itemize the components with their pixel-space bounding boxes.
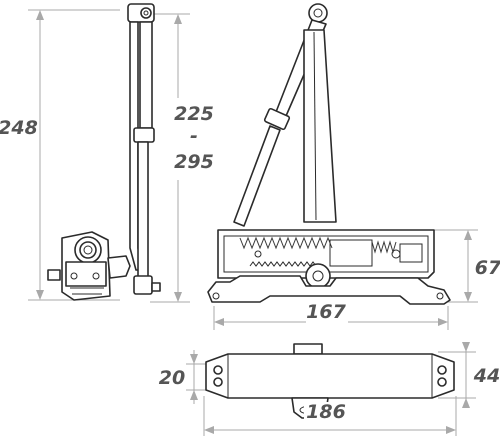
body-length-label: 167 <box>306 301 346 323</box>
height-total-label: 248 <box>0 117 38 139</box>
top-view: 20 44 <box>159 342 500 436</box>
arm-length-separator: - <box>190 125 198 147</box>
base-width-label: 44 <box>473 365 500 387</box>
mount-width-label: 20 <box>159 367 185 389</box>
closer-body-front <box>207 229 451 305</box>
base-length-label: 186 <box>306 401 346 423</box>
vertical-arm <box>129 21 161 295</box>
side-view: 248 225 - 295 <box>0 3 214 303</box>
front-arm <box>233 3 337 227</box>
arm-length-max-label: 295 <box>174 151 214 173</box>
arm-bracket <box>127 3 155 23</box>
arm-length-min-label: 225 <box>174 103 214 125</box>
body-height-label: 67 <box>475 257 500 279</box>
height-dimension-line <box>28 9 120 301</box>
closer-body-top <box>205 343 455 419</box>
front-view: 67 16 <box>207 3 500 330</box>
base-width-dimension-line <box>438 342 476 408</box>
base-length-dimension-line <box>203 396 457 436</box>
closer-body-side <box>47 231 131 301</box>
